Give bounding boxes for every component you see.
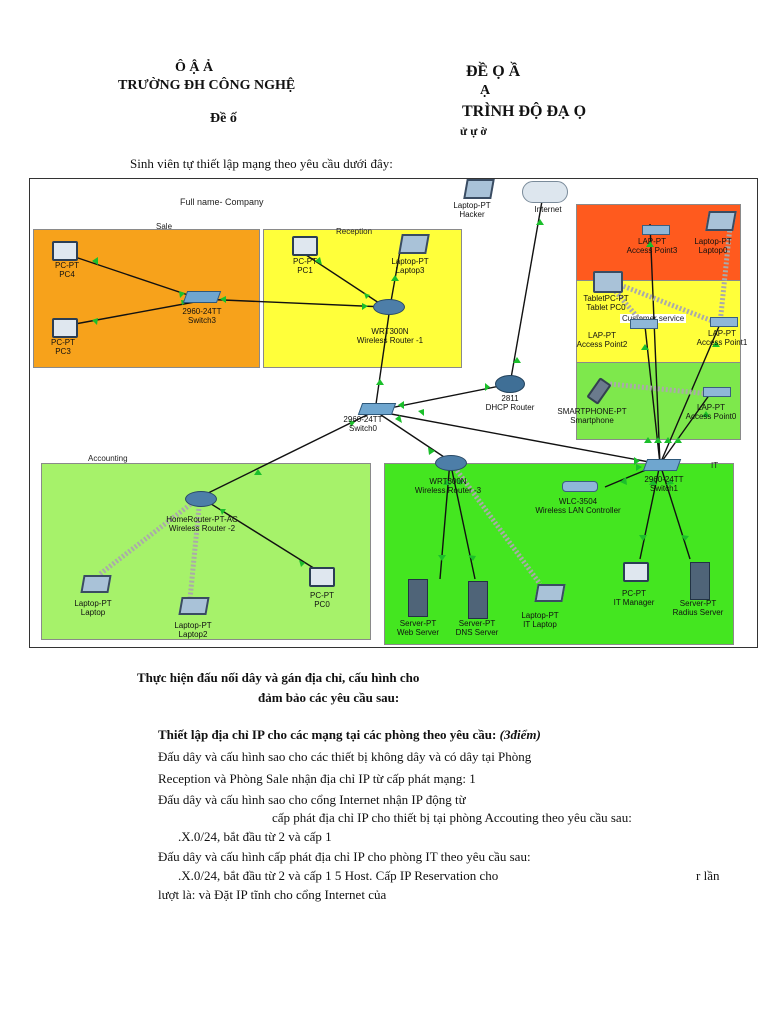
pc4-icon[interactable] [52, 241, 78, 261]
internet-cloud-icon[interactable] [522, 181, 568, 203]
zone-label-reception: Reception [336, 227, 373, 236]
pc1-icon[interactable] [292, 236, 318, 256]
web-server-icon[interactable] [408, 579, 428, 617]
exam-title-line2: Ạ [480, 83, 491, 98]
body-line-7-right: r lần [696, 868, 720, 883]
internet-label: Internet [534, 205, 562, 214]
body-line-3: Đấu dây và cấu hình sao cho cổng Interne… [158, 792, 466, 807]
access-point0-icon[interactable] [703, 387, 731, 397]
wireless-router-1-icon[interactable] [373, 299, 405, 315]
laptop3-icon[interactable] [398, 234, 430, 254]
zone-label-customer-service: Customer service [620, 314, 687, 323]
wlc-icon[interactable] [562, 481, 598, 492]
zone-label-sale: Sale [156, 222, 173, 231]
section-points: (3điểm) [499, 727, 541, 742]
dns-server-icon[interactable] [468, 581, 488, 619]
exam-title-line1: ĐỀ Ọ Ầ [466, 63, 521, 80]
zone-label-it: IT [711, 461, 719, 470]
exam-title-line4: ử ự ờ [460, 124, 488, 138]
access-point1-icon[interactable] [710, 317, 738, 327]
body-line-8: lượt là: và Đặt IP tĩnh cho cổng Interne… [158, 887, 387, 902]
body-line-5: .X.0/24, bắt đầu từ 2 và cấp 1 [178, 829, 332, 844]
radius-server-icon[interactable] [690, 562, 710, 600]
exam-title-line3: TRÌNH ĐỘ ĐẠ Ọ [462, 103, 587, 120]
switch3-icon[interactable] [182, 291, 222, 303]
laptop2-icon[interactable] [178, 597, 210, 615]
network-topology-diagram: Full name- Company Sale Reception Accoun… [29, 178, 758, 648]
header-left-line1: Ô Ậ Ả [175, 60, 214, 75]
body-line-4: cấp phát địa chỉ IP cho thiết bị tại phò… [272, 810, 632, 825]
laptop0-icon[interactable] [705, 211, 737, 231]
body-line-6: Đấu dây và cấu hình cấp phát địa chỉ IP … [158, 849, 531, 864]
it-laptop-icon[interactable] [534, 584, 566, 602]
body-line-1: Đấu dây và cấu hình sao cho các thiết bị… [158, 749, 532, 764]
pc3-icon[interactable] [52, 318, 78, 338]
access-point3-icon[interactable] [642, 225, 670, 235]
company-label: Full name- Company [180, 197, 264, 207]
hacker-laptop-icon[interactable] [463, 179, 495, 199]
body-line-2: Reception và Phòng Sale nhận địa chỉ IP … [158, 771, 476, 786]
tablet-icon[interactable] [593, 271, 623, 293]
switch0-icon[interactable] [357, 403, 397, 415]
section-title: Thiết lập địa chỉ IP cho các mạng tại cá… [158, 727, 541, 742]
topology-links [74, 200, 733, 600]
task-line1: Thực hiện đấu nối dây và gán địa chỉ, cấ… [137, 670, 420, 685]
pc0-icon[interactable] [309, 567, 335, 587]
laptop-icon[interactable] [80, 575, 112, 593]
header-left-line3: Đề ố [210, 111, 237, 126]
wireless-router-2-icon[interactable] [185, 491, 217, 507]
body-line-7: .X.0/24, bắt đầu từ 2 và cấp 1 5 Host. C… [178, 868, 499, 883]
wireless-router-3-icon[interactable] [435, 455, 467, 471]
dhcp-router-icon[interactable] [495, 375, 525, 393]
switch1-icon[interactable] [642, 459, 682, 471]
access-point2-icon[interactable] [630, 319, 658, 329]
task-line2: đảm bảo các yêu cầu sau: [258, 690, 400, 705]
intro-text: Sinh viên tự thiết lập mạng theo yêu cầu… [130, 156, 393, 171]
school-name: TRƯỜNG ĐH CÔNG NGHỆ [118, 78, 296, 93]
it-manager-icon[interactable] [623, 562, 649, 582]
zone-label-accounting: Accounting [88, 454, 128, 463]
